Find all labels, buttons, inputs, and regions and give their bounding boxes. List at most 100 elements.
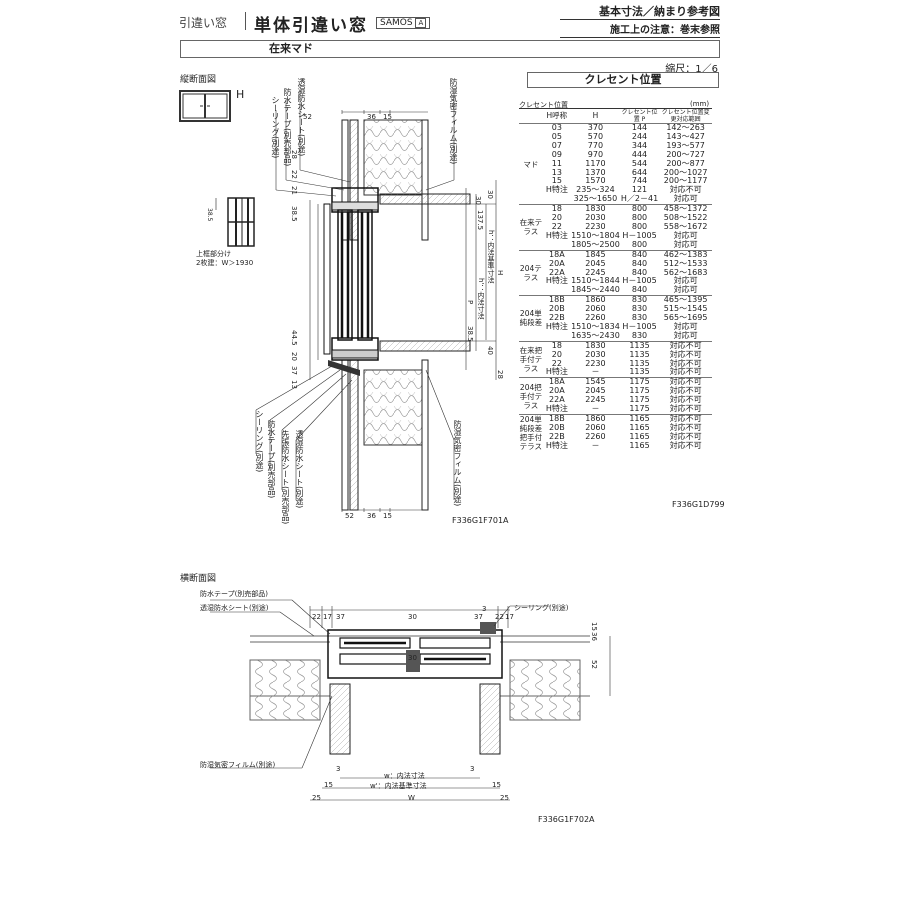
table-cell: 20A	[549, 258, 565, 268]
col-header-p: クレセント位置 P	[621, 109, 658, 123]
table-cell: 対応不可	[669, 441, 702, 451]
dim-right-h: h：内法基準寸法	[487, 230, 495, 284]
hdim-25-left: 25	[312, 794, 321, 802]
dim-top-36: 36	[367, 113, 376, 121]
table-cell: 20	[551, 349, 562, 359]
table-cell: 対応不可	[669, 404, 702, 414]
table-cell: 対応不可	[669, 358, 702, 368]
table-cell: 対応可	[673, 276, 698, 286]
hdim-25-right: 25	[500, 794, 509, 802]
table-cell: 2260	[585, 313, 606, 323]
table-cell: 22B	[549, 432, 565, 442]
table-cell: H特注	[545, 230, 568, 240]
label-sealing-bottom: シーリング(別途)	[255, 410, 264, 473]
horizontal-code: F336G1F702A	[538, 815, 595, 824]
hdim-22a: 22	[312, 613, 321, 621]
frame-note: 上框部分け 2枚建：W＞1930	[196, 250, 253, 268]
label-pre-sheet-bottom: 先張防水シート(別売部品)	[281, 430, 290, 525]
dim-left-21: 21	[290, 186, 298, 195]
table-cell: 22	[551, 221, 562, 231]
section-label: 在来マド	[269, 42, 313, 55]
frame-note-line2: 2枚建：W＞1930	[196, 259, 254, 267]
brand-name: SAMOS	[380, 18, 413, 28]
table-cell: 2060	[585, 423, 606, 433]
table-cell: 200～1027	[663, 167, 708, 177]
table-cell: 13	[551, 167, 562, 177]
table-cell: 1165	[629, 423, 650, 433]
hdim-52-right: 52	[590, 660, 598, 669]
hdim-37b: 37	[474, 613, 483, 621]
table-cell: 22	[551, 358, 562, 368]
table-cell: 1175	[629, 386, 650, 396]
table-cell: 1510～1844	[571, 276, 620, 286]
hdim-3-right: 3	[470, 765, 475, 773]
table-cell: 558～1672	[663, 221, 708, 231]
table-cell: 830	[631, 304, 648, 314]
table-cell: 1135	[629, 367, 650, 377]
label-waterproof-tape-top: 防水テープ(別売部品)	[283, 88, 292, 167]
table-cell: 193～577	[666, 140, 705, 150]
table-cell: 800	[619, 204, 660, 215]
hdim-17a: 17	[323, 613, 332, 621]
table-cell: 対応可	[673, 230, 698, 240]
table-cell: 244	[631, 131, 648, 141]
table-cell: 370	[571, 122, 620, 133]
table-cell: 対応不可	[659, 377, 712, 388]
table-cell: 20B	[549, 304, 565, 314]
table-cell: 対応不可	[669, 349, 702, 359]
table-cell: 1510～1804	[571, 230, 620, 240]
label-sealing-top: シーリング(別途)	[271, 96, 280, 159]
label-vapor-film-bottom: 防湿気密フィルム(別途)	[453, 420, 462, 507]
dim-bottom-15: 15	[383, 512, 392, 520]
frame-detail	[206, 196, 256, 248]
dim-left-13: 13	[290, 380, 298, 389]
table-cell: H－1005	[622, 321, 657, 331]
right-title: 基本寸法／納まり参考図	[599, 5, 720, 18]
table-cell: 1175	[629, 404, 650, 414]
table-cell: 325～1650	[573, 194, 618, 204]
brand-mark: A	[415, 18, 427, 28]
table-cell: 2245	[585, 395, 606, 405]
hlabel-permeable-sheet: 透湿防水シート(別途)	[200, 604, 269, 612]
hdim-w-standard: w'：内法基準寸法	[370, 782, 427, 790]
table-cell: 07	[551, 140, 562, 150]
hdim-W: W	[408, 794, 415, 802]
table-cell: H特注	[545, 367, 568, 377]
table-cell: 1570	[585, 176, 606, 186]
table-cell: 830	[619, 295, 660, 306]
table-row: 13 1370 644 200～1027	[519, 167, 712, 178]
table-cell: 22A	[549, 267, 565, 277]
table-cell: 512～1533	[663, 258, 708, 268]
table-cell: 744	[631, 176, 648, 186]
table-cell: 462～1383	[659, 249, 712, 260]
table-cell: 2245	[585, 267, 606, 277]
table-cell: 対応不可	[659, 414, 712, 424]
col-header-h: H	[592, 111, 599, 120]
dim-right-30b: 30	[474, 196, 482, 205]
table-cell: 22A	[549, 395, 565, 405]
hdim-15-right: 15	[492, 781, 501, 789]
table-cell: 2260	[585, 432, 606, 442]
crescent-caption: クレセント位置	[519, 101, 568, 109]
right-title-underline	[560, 19, 720, 20]
dim-right-40: 40	[486, 346, 494, 355]
table-cell: 1845～2440	[571, 285, 620, 295]
dim-bottom-52: 52	[345, 512, 354, 520]
table-cell: 1165	[619, 414, 660, 424]
dim-top-15: 15	[383, 113, 392, 121]
table-cell: 1370	[585, 167, 606, 177]
table-cell: 644	[631, 167, 648, 177]
